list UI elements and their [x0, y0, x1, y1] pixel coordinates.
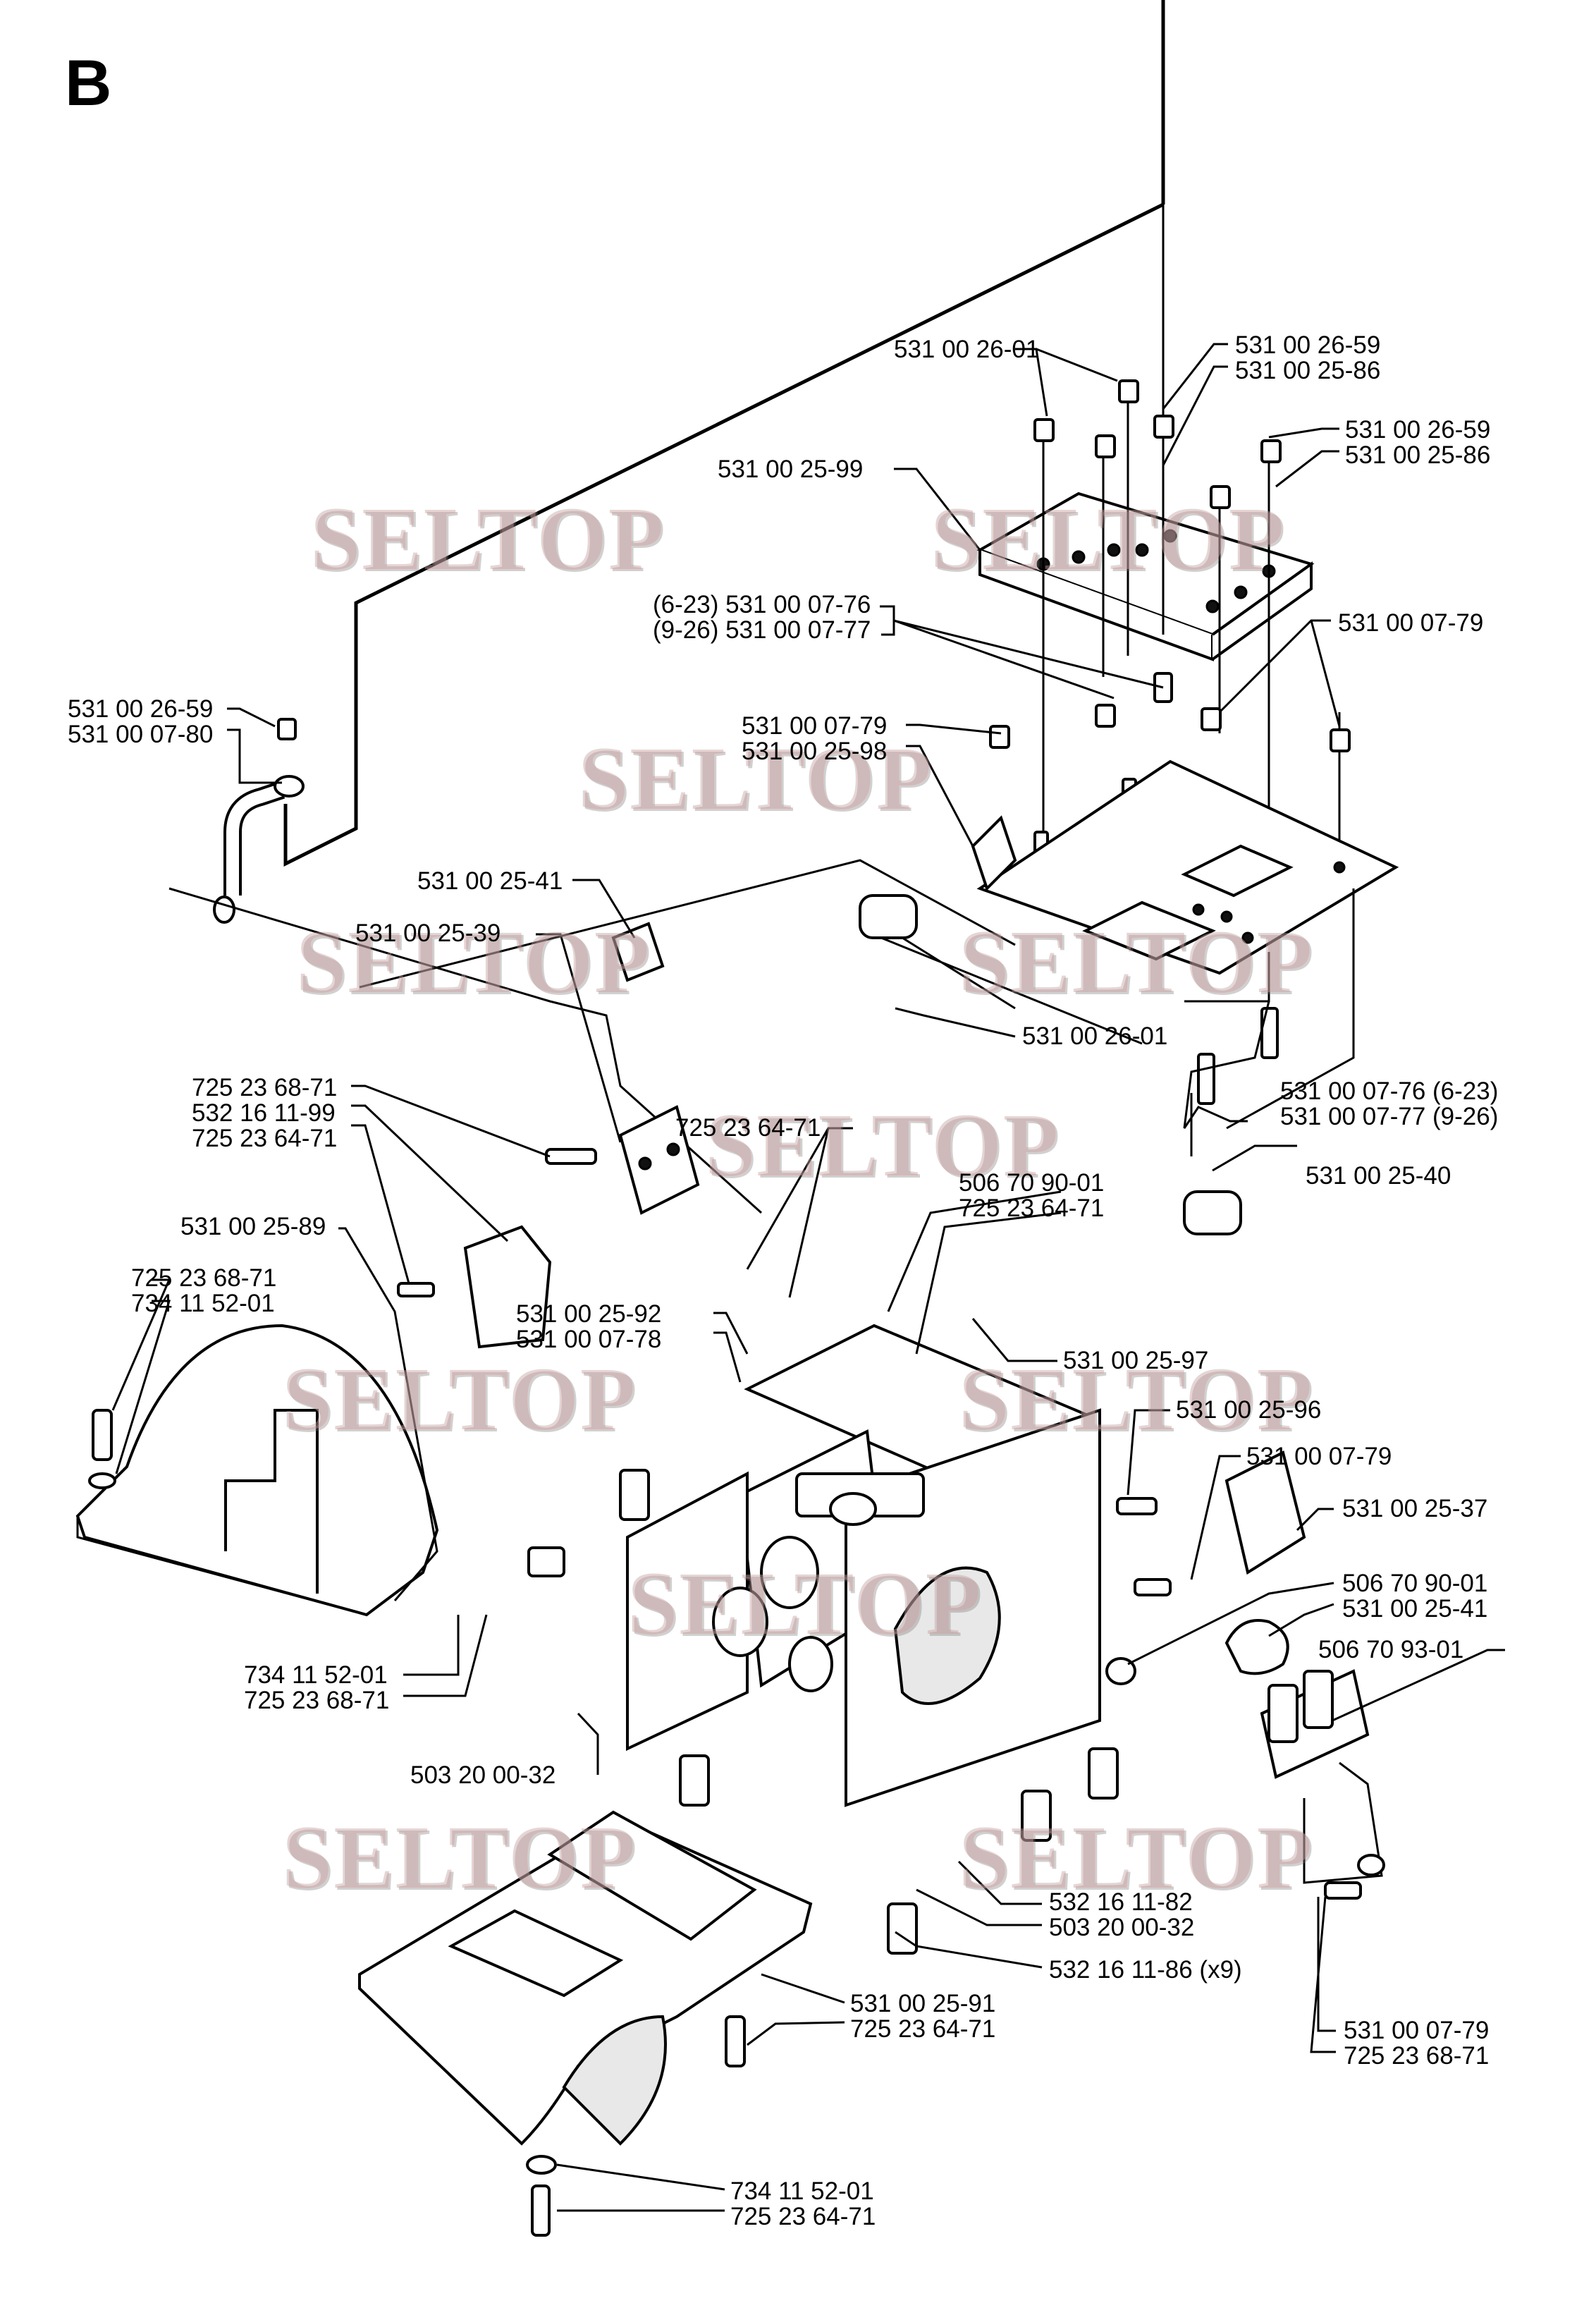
part-label: 503 20 00-32	[410, 1761, 556, 1789]
watermark: SELTOP	[959, 1807, 1313, 1907]
watermark: SELTOP	[282, 1807, 637, 1907]
part-label: 725 23 64-71	[959, 1194, 1105, 1222]
bottom-cover-plate	[358, 1810, 813, 2237]
part-label: 532 16 11-82	[1049, 1888, 1193, 1916]
part-label: 531 00 25-99	[718, 456, 864, 483]
part-label: 531 00 07-76 (6-23)	[1280, 1077, 1499, 1105]
part-label: 725 23 64-71	[192, 1125, 338, 1152]
cable-route-line	[283, 0, 1165, 867]
part-label: 531 00 25-89	[180, 1213, 326, 1240]
part-label: 734 11 52-01	[730, 2177, 874, 2205]
watermark: SELTOP	[959, 1349, 1313, 1449]
part-label: 531 00 07-80	[68, 721, 214, 748]
part-label: 503 20 00-32	[1049, 1914, 1195, 1941]
bracket-group	[397, 894, 1242, 1349]
watermark: SELTOP	[310, 489, 665, 589]
part-label: 531 00 07-79	[1246, 1443, 1392, 1470]
part-label: 531 00 26-01	[1022, 1022, 1168, 1050]
part-label: 725 23 68-71	[192, 1074, 338, 1101]
watermark: SELTOP	[282, 1349, 637, 1449]
part-label: 531 00 25-96	[1176, 1396, 1322, 1424]
part-label: 725 23 64-71	[730, 2203, 876, 2230]
part-label: 531 00 26-59	[1345, 416, 1491, 444]
part-label: 531 00 25-41	[1342, 1595, 1488, 1623]
watermark: SELTOP	[578, 728, 933, 829]
part-label: 725 23 64-71	[675, 1114, 821, 1142]
part-label: 506 70 93-01	[1318, 1636, 1464, 1663]
watermark: SELTOP	[931, 489, 1285, 589]
part-label: 531 00 25-92	[516, 1300, 662, 1328]
part-label: 531 00 25-86	[1235, 357, 1381, 384]
part-label: 531 00 25-91	[850, 1990, 996, 2017]
clips	[527, 1469, 1119, 1955]
part-label: 531 00 26-59	[1235, 331, 1381, 359]
part-label: (9-26) 531 00 07-77	[653, 616, 871, 644]
part-label: 531 00 07-79	[742, 712, 888, 740]
part-label: 531 00 25-40	[1306, 1162, 1451, 1190]
part-label: 531 00 26-01	[894, 336, 1040, 363]
watermark: SELTOP	[627, 1553, 982, 1654]
part-label: 725 23 68-71	[131, 1264, 277, 1292]
part-label: 734 11 52-01	[244, 1661, 388, 1689]
part-label: 506 70 90-01	[1342, 1570, 1488, 1597]
part-label: 725 23 68-71	[1344, 2042, 1490, 2070]
part-label: 531 00 25-86	[1345, 441, 1491, 469]
part-label: 531 00 25-98	[742, 738, 888, 765]
engine-base-plate	[971, 759, 1399, 975]
right-brackets	[1105, 1450, 1385, 1900]
base-bolt	[1197, 1053, 1215, 1105]
part-label: 531 00 07-78	[516, 1326, 662, 1353]
part-label: 532 16 11-99	[192, 1099, 336, 1127]
part-label: 531 00 07-79	[1344, 2017, 1490, 2044]
engine-shroud	[75, 1324, 439, 1617]
base-bolt	[1260, 1007, 1279, 1059]
part-label: 531 00 25-97	[1063, 1347, 1209, 1374]
part-label: 532 16 11-86 (x9)	[1049, 1956, 1242, 1984]
watermark: SELTOP	[705, 1095, 1060, 1195]
part-label: 725 23 68-71	[244, 1687, 390, 1714]
part-label: 734 11 52-01	[131, 1290, 275, 1317]
part-label: 531 00 25-41	[417, 867, 563, 895]
top-plate	[976, 491, 1315, 661]
part-label: (6-23) 531 00 07-76	[653, 591, 871, 618]
part-label: 531 00 26-59	[68, 695, 214, 723]
part-label: 725 23 64-71	[850, 2015, 996, 2043]
part-label: 531 00 07-77 (9-26)	[1280, 1103, 1499, 1130]
part-label: 531 00 25-37	[1342, 1495, 1488, 1522]
section-letter: B	[65, 47, 112, 119]
leader-lines	[111, 343, 1505, 2212]
part-label: 531 00 07-79	[1338, 609, 1484, 637]
part-label: 506 70 90-01	[959, 1169, 1105, 1197]
engine-housing	[626, 1324, 1101, 1807]
watermark: SELTOP	[296, 912, 651, 1012]
watermark: SELTOP	[959, 912, 1313, 1012]
part-label: 531 00 25-39	[355, 919, 501, 947]
